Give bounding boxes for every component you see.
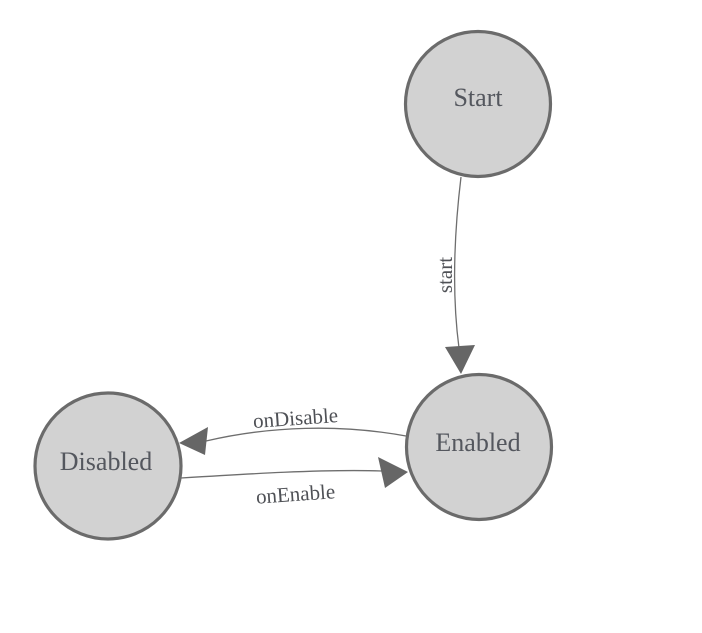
edge-ondisable-line xyxy=(205,427,407,442)
edge-ondisable-arrowhead xyxy=(179,427,208,455)
edge-start-arrowhead xyxy=(445,345,475,374)
node-start-label: Start xyxy=(453,83,503,112)
node-disabled[interactable]: Disabled xyxy=(33,391,183,541)
edge-onenable-label: onEnable xyxy=(255,479,336,508)
edge-start-to-enabled: start xyxy=(433,176,475,374)
node-disabled-circle[interactable] xyxy=(33,391,183,541)
edge-onenable-arrowhead xyxy=(378,457,408,488)
node-enabled[interactable]: Enabled xyxy=(404,372,554,522)
node-disabled-label: Disabled xyxy=(60,447,152,476)
edge-onenable: onEnable xyxy=(180,457,408,509)
edge-start-line xyxy=(453,176,462,349)
node-enabled-label: Enabled xyxy=(435,428,520,457)
edge-ondisable-label: onDisable xyxy=(252,403,339,433)
edge-start-label: start xyxy=(433,257,457,293)
edge-onenable-line xyxy=(180,469,383,479)
edge-ondisable: onDisable xyxy=(179,403,407,455)
node-enabled-circle[interactable] xyxy=(404,372,554,522)
node-start[interactable]: Start xyxy=(403,29,553,179)
node-start-circle[interactable] xyxy=(403,29,553,179)
